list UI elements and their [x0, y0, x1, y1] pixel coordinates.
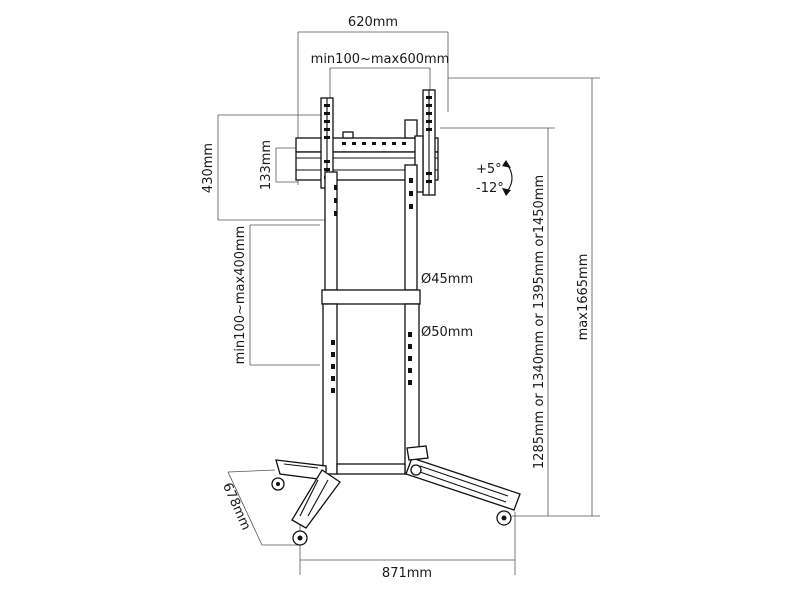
vesa-vertical-label: min100~max400mm [233, 226, 248, 365]
tilt-arc-icon [502, 160, 513, 196]
cross-bar [321, 289, 421, 305]
vesa-arm-right [414, 89, 436, 196]
upper-poles [324, 164, 418, 291]
base-depth-label: 678mm [219, 481, 253, 533]
foot-back-right [406, 445, 429, 476]
upper-tube-label: Ø45mm [421, 272, 473, 287]
base-width-label: 871mm [382, 566, 432, 581]
vesa-arm-left [320, 97, 334, 189]
bracket-height-label: 133mm [259, 140, 274, 190]
tv-stand [271, 89, 521, 546]
vesa-horizontal-label: min100~max600mm [311, 52, 450, 67]
mount-height-label: 430mm [201, 143, 216, 193]
height-options-label: 1285mm or 1340mm or 1395mm or1450mm [532, 175, 547, 469]
foot-front-right [405, 457, 521, 526]
base-cross-bar [336, 463, 406, 475]
lower-poles [322, 303, 420, 475]
tilt-up-label: +5° [476, 162, 502, 177]
foot-front-left [291, 469, 341, 546]
dimension-labels: 620mm min100~max600mm 430mm 133mm min100… [201, 15, 591, 581]
dimension-lines [217, 31, 600, 575]
tilt-down-label: -12° [476, 181, 504, 196]
max-height-label: max1665mm [576, 254, 591, 341]
lower-tube-label: Ø50mm [421, 325, 473, 340]
mount-width-label: 620mm [348, 15, 398, 30]
